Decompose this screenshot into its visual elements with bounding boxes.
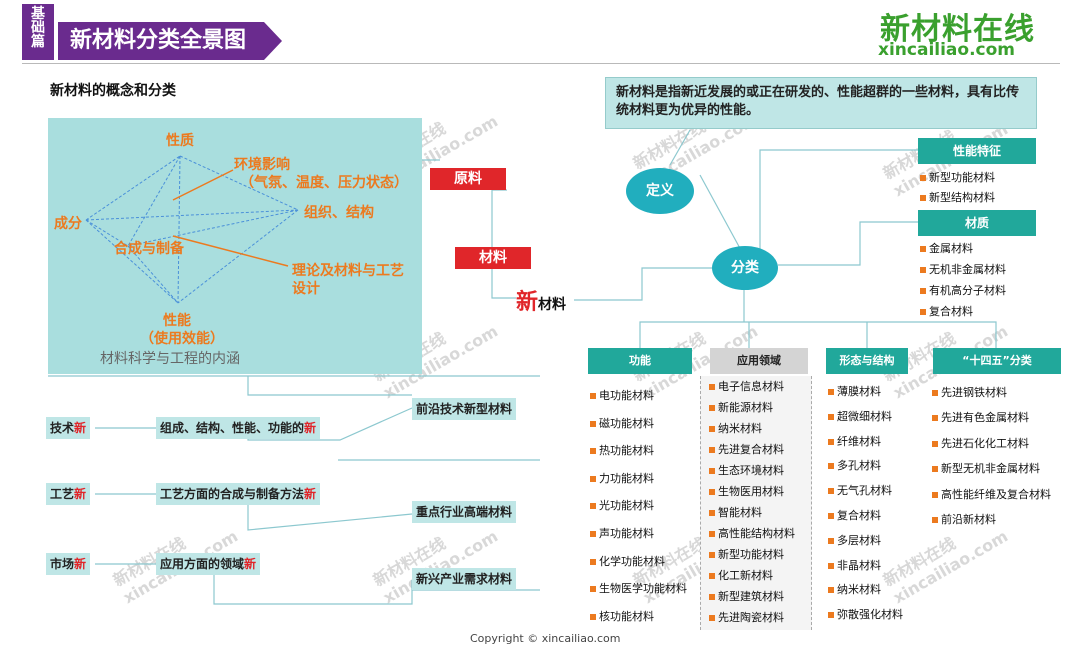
new-material-label: 新材料 [516, 284, 566, 316]
aspect-desc-shichang: 应用方面的领域新 [156, 553, 261, 575]
definition-box: 新材料是指新近发展的或正在研发的、性能超群的一些材料，具有比传统材料更为优异的性… [605, 77, 1037, 129]
list-item: 新型建筑材料 [709, 586, 811, 607]
aspect-label-jishu: 技术新 [46, 417, 91, 439]
list-item: 金属材料 [920, 238, 1006, 259]
aspect-desc-gongyi: 工艺方面的合成与制备方法新 [156, 483, 321, 505]
list-item: 生物医学功能材料 [590, 575, 687, 603]
list-item: 化学功能材料 [590, 548, 687, 576]
node-xingzhi: 性质 [166, 133, 194, 149]
page-title: 新材料分类全景图 [58, 22, 282, 60]
column-header-gongneng: 功能 [588, 348, 692, 374]
list-item: 多孔材料 [828, 454, 903, 479]
concept-web [85, 155, 299, 304]
list-item: 有机高分子材料 [920, 280, 1006, 301]
list-item: 复合材料 [828, 504, 903, 529]
column-header-shisiwu: “十四五”分类 [933, 348, 1061, 374]
list-item: 化工新材料 [709, 565, 811, 586]
list-caizhi: 金属材料 无机非金属材料 有机高分子材料 复合材料 [920, 238, 1006, 322]
list-item: 前沿新材料 [932, 507, 1051, 532]
aspect-label-gongyi: 工艺新 [46, 483, 91, 505]
target-xinxing: 新兴产业需求材料 [412, 568, 517, 590]
column-yingyong: 电子信息材料 新能源材料 纳米材料 先进复合材料 生态环境材料 生物医用材料 智… [700, 376, 812, 630]
box-cailiao: 材料 [455, 247, 531, 269]
badge-char: 基 [31, 6, 45, 22]
node-huanjing: 环境影响 [234, 157, 290, 173]
list-item: 超微细材料 [828, 405, 903, 430]
list-tezheng: 新型功能材料 新型结构材料 [920, 168, 995, 208]
header-divider [22, 63, 1060, 64]
column-xingtai: 薄膜材料 超微细材料 纤维材料 多孔材料 无气孔材料 复合材料 多层材料 非晶材… [828, 380, 903, 628]
new-char: 新 [516, 290, 539, 315]
list-item: 生物医用材料 [709, 481, 811, 502]
column-gongneng: 电功能材料 磁功能材料 热功能材料 力功能材料 光功能材料 声功能材料 化学功能… [590, 382, 687, 630]
list-item: 多层材料 [828, 529, 903, 554]
list-item: 无机非金属材料 [920, 259, 1006, 280]
brand-logo: 新材料在线 [880, 12, 1035, 47]
list-item: 力功能材料 [590, 465, 687, 493]
list-item: 电子信息材料 [709, 376, 811, 397]
list-item: 核功能材料 [590, 603, 687, 631]
list-item: 先进复合材料 [709, 439, 811, 460]
list-item: 纳米材料 [828, 578, 903, 603]
list-item: 声功能材料 [590, 520, 687, 548]
section-badge: 基 础 篇 [22, 4, 54, 60]
column-header-yingyong: 应用领域 [710, 348, 808, 374]
definition-node: 定义 [626, 168, 694, 214]
concept-panel: 性质 环境影响 （气氛、温度、压力状态） 成分 组织、结构 合成与制备 理论及材… [48, 118, 422, 374]
aspect-desc-jishu: 组成、结构、性能、功能的新 [156, 417, 321, 439]
list-item: 弥散强化材料 [828, 603, 903, 628]
copyright: Copyright © xincailiao.com [470, 632, 621, 645]
node-zuzhi: 组织、结构 [304, 205, 374, 221]
list-item: 纳米材料 [709, 418, 811, 439]
list-item: 先进钢铁材料 [932, 380, 1051, 405]
new-material-suffix: 材料 [538, 297, 567, 313]
brand-logo-url: xincailiao.com [878, 40, 1016, 60]
node-xingneng: 性能 [163, 313, 191, 329]
list-item: 热功能材料 [590, 437, 687, 465]
header-tezheng: 性能特征 [918, 138, 1036, 164]
header-caizhi: 材质 [918, 210, 1036, 236]
list-item: 先进石化化工材料 [932, 431, 1051, 456]
list-item: 新型无机非金属材料 [932, 456, 1051, 481]
list-item: 电功能材料 [590, 382, 687, 410]
node-lilun-2: 设计 [292, 281, 320, 297]
list-item: 薄膜材料 [828, 380, 903, 405]
node-chengfen: 成分 [54, 216, 82, 232]
list-item: 生态环境材料 [709, 460, 811, 481]
list-item: 智能材料 [709, 502, 811, 523]
list-item: 高性能纤维及复合材料 [932, 482, 1051, 507]
list-item: 新型功能材料 [709, 544, 811, 565]
badge-char: 础 [31, 20, 45, 36]
list-item: 纤维材料 [828, 430, 903, 455]
list-item: 光功能材料 [590, 492, 687, 520]
node-xingneng-sub: （使用效能） [140, 331, 224, 347]
node-lilun: 理论及材料与工艺 [292, 263, 404, 279]
list-item: 高性能结构材料 [709, 523, 811, 544]
list-item: 新能源材料 [709, 397, 811, 418]
column-header-xingtai: 形态与结构 [826, 348, 908, 374]
concept-caption: 材料科学与工程的内涵 [100, 351, 240, 367]
node-huanjing-sub: （气氛、温度、压力状态） [240, 175, 408, 191]
column-shisiwu: 先进钢铁材料 先进有色金属材料 先进石化化工材料 新型无机非金属材料 高性能纤维… [932, 380, 1051, 532]
box-yuanliao: 原料 [430, 168, 506, 190]
badge-char: 篇 [31, 34, 45, 50]
list-item: 磁功能材料 [590, 410, 687, 438]
aspect-label-shichang: 市场新 [46, 553, 91, 575]
target-qianyan: 前沿技术新型材料 [412, 398, 517, 420]
list-item: 新型功能材料 [920, 168, 995, 188]
list-item: 非晶材料 [828, 554, 903, 579]
node-hecheng: 合成与制备 [114, 241, 184, 257]
list-item: 先进有色金属材料 [932, 405, 1051, 430]
target-zhongdian: 重点行业高端材料 [412, 501, 517, 523]
list-item: 先进陶瓷材料 [709, 607, 811, 628]
list-item: 无气孔材料 [828, 479, 903, 504]
concept-heading: 新材料的概念和分类 [50, 83, 176, 99]
list-item: 新型结构材料 [920, 188, 995, 208]
classify-node: 分类 [712, 246, 778, 290]
list-item: 复合材料 [920, 301, 1006, 322]
